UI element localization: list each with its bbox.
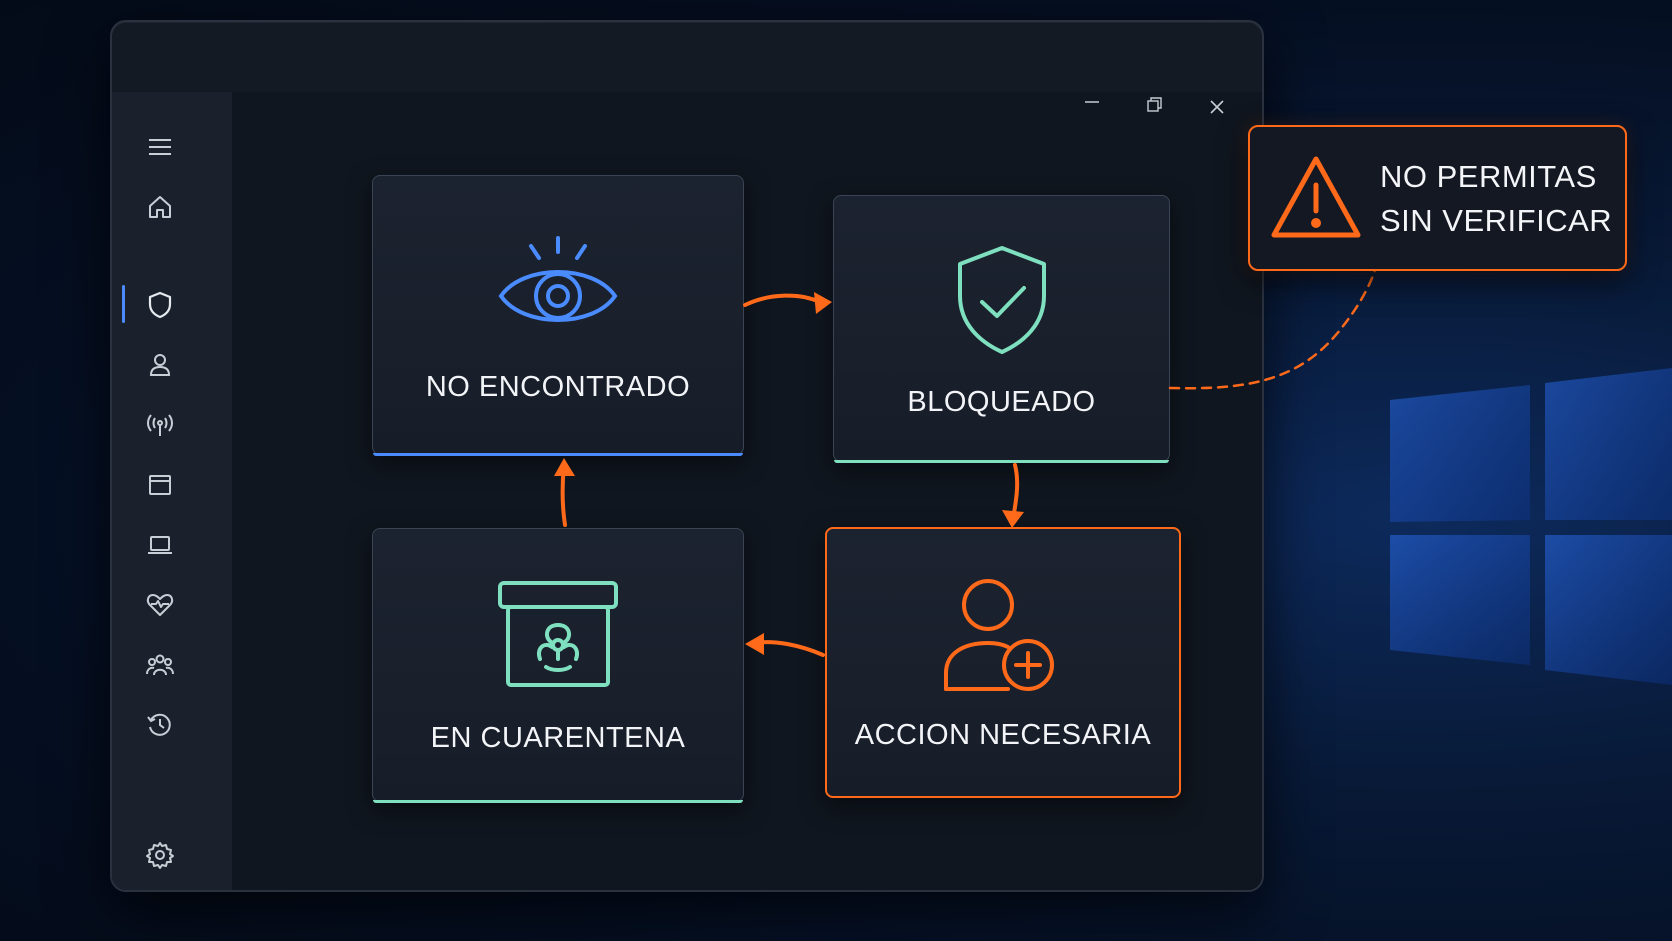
card-not-found[interactable]: NO ENCONTRADO (372, 175, 744, 456)
heart-pulse-icon[interactable] (142, 587, 178, 623)
user-add-icon (938, 577, 1058, 699)
card-label: ACCION NECESARIA (854, 719, 1152, 751)
eye-icon (493, 234, 623, 348)
user-icon[interactable] (142, 347, 178, 383)
card-action-needed[interactable]: ACCION NECESARIA (825, 527, 1181, 798)
shield-check-icon (952, 244, 1052, 360)
laptop-icon[interactable] (142, 527, 178, 563)
menu-icon[interactable] (142, 129, 178, 165)
browser-window-icon[interactable] (142, 467, 178, 503)
warning-line-1: NO PERMITAS (1380, 159, 1597, 194)
card-blocked[interactable]: BLOQUEADO (833, 195, 1170, 463)
title-bar (112, 22, 1262, 92)
card-label: NO ENCONTRADO (425, 371, 691, 403)
card-quarantine[interactable]: EN CUARENTENA (372, 528, 744, 803)
card-accent-bar (373, 453, 743, 456)
close-icon[interactable] (1202, 92, 1232, 122)
card-accent-bar (834, 460, 1169, 463)
restore-icon[interactable] (1139, 90, 1169, 120)
history-icon[interactable] (142, 707, 178, 743)
minimize-icon[interactable] (1077, 87, 1107, 117)
card-label: EN CUARENTENA (430, 722, 686, 754)
family-icon[interactable] (142, 647, 178, 683)
wireless-icon[interactable] (142, 407, 178, 443)
sidebar (112, 92, 233, 890)
biohazard-box-icon (496, 579, 620, 693)
card-accent-bar (373, 800, 743, 803)
settings-icon[interactable] (142, 837, 178, 873)
warning-icon (1270, 153, 1362, 247)
home-icon[interactable] (142, 189, 178, 225)
warning-line-2: SIN VERIFICAR (1380, 203, 1613, 238)
card-label: BLOQUEADO (907, 386, 1096, 418)
shield-icon[interactable] (142, 287, 178, 323)
active-indicator (122, 285, 125, 323)
warning-callout: NO PERMITAS SIN VERIFICAR (1248, 125, 1627, 271)
